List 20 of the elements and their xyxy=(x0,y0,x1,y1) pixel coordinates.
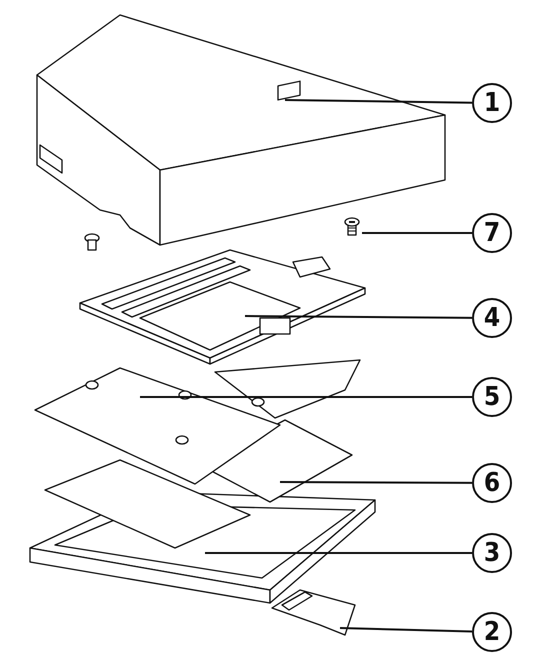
callout-number: 6 xyxy=(472,463,512,503)
leader-line xyxy=(362,232,472,234)
callout-number: 3 xyxy=(472,533,512,573)
callout-number: 5 xyxy=(472,377,512,417)
callout-number: 1 xyxy=(472,83,512,123)
thermal-pad-drawing xyxy=(44,419,353,549)
callout-number: 7 xyxy=(472,213,512,253)
leader-line xyxy=(280,481,472,484)
leader-line xyxy=(340,627,472,632)
clip-drawing xyxy=(271,589,356,636)
screw-drawing xyxy=(344,217,360,236)
callout-number: 4 xyxy=(472,298,512,338)
callout-number: 2 xyxy=(472,612,512,652)
adapter-plate-drawing xyxy=(34,359,361,485)
enclosure-drawing xyxy=(36,14,446,246)
leader-line xyxy=(284,99,472,104)
circuit-board-drawing xyxy=(79,249,366,365)
leader-line xyxy=(205,552,472,554)
leader-line xyxy=(245,315,472,319)
leader-line xyxy=(140,396,472,398)
